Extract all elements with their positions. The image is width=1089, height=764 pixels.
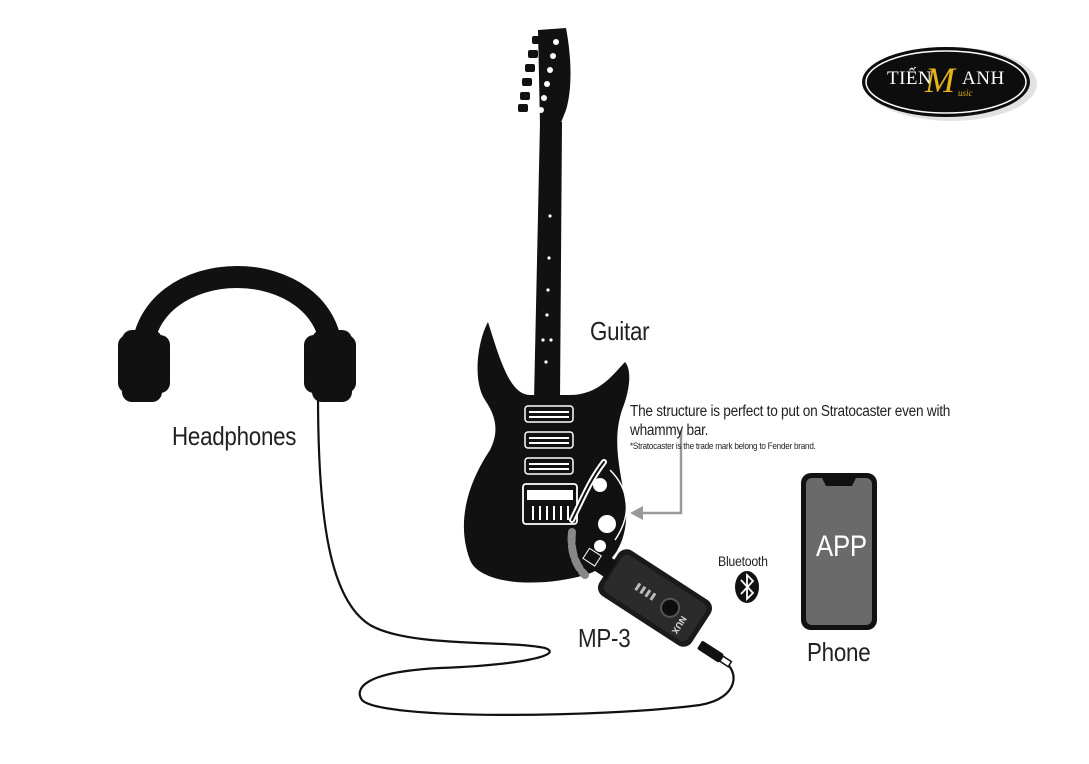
phone-label: Phone [807,637,871,667]
bluetooth-icon [735,571,759,603]
logo-text-tien: TIẾN [887,68,933,89]
arrow-icon [630,430,683,520]
guitar-icon [463,28,630,583]
structure-note: The structure is perfect to put on Strat… [630,403,951,439]
logo-text-anh: ANH [962,68,1005,89]
tien-manh-logo [862,47,1037,121]
phone-icon [801,473,877,630]
headphones-label: Headphones [172,421,297,451]
mp3-device-icon: NUX [582,547,712,647]
trademark-note: *Stratocaster is the trade mark belong t… [630,441,816,452]
guitar-label: Guitar [590,316,650,346]
bluetooth-label: Bluetooth [718,553,768,569]
cable-icon [697,641,733,668]
app-label: APP [816,530,867,563]
headphones-icon [118,266,356,402]
mp3-label: MP-3 [578,623,631,653]
logo-text-music: usic [958,88,973,98]
logo-text-m: M [925,60,955,100]
headphone-cable [316,394,735,717]
